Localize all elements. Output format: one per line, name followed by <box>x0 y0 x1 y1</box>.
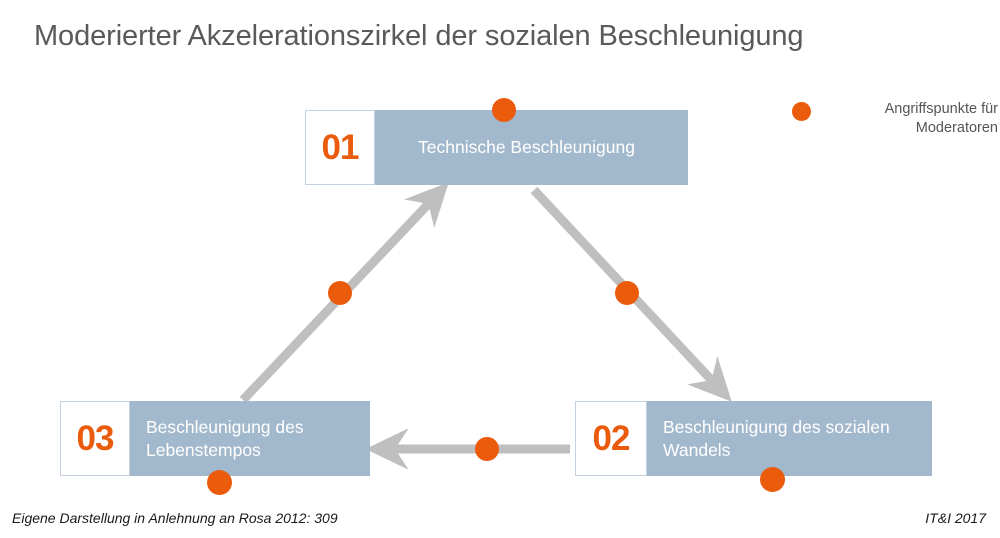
orange-dot-icon-step02[interactable] <box>760 467 785 492</box>
step-box-01[interactable]: 01 Technische Beschleunigung <box>305 110 688 185</box>
step-02-label: Beschleunigung des sozialen Wandels <box>663 417 890 460</box>
legend-orange-dot-icon <box>792 102 811 121</box>
orange-dot-icon-step03[interactable] <box>207 470 232 495</box>
orange-dot-icon-arrow-02-to-03[interactable] <box>475 437 499 461</box>
legend: Angriffspunkte für Moderatoren <box>792 100 1000 139</box>
page-title: Moderierter Akzelerationszirkel der sozi… <box>34 20 804 52</box>
footer-source-note: Eigene Darstellung in Anlehnung an Rosa … <box>12 510 338 526</box>
step-box-02[interactable]: 02 Beschleunigung des sozialen Wandels <box>575 401 932 476</box>
step-02-number-cell: 02 <box>575 401 647 476</box>
step-03-label: Beschleunigung des Lebenstempos <box>146 417 304 460</box>
orange-dot-icon-top-step01[interactable] <box>492 98 516 122</box>
step-01-label: Technische Beschleunigung <box>418 137 635 158</box>
step-03-number-cell: 03 <box>60 401 130 476</box>
footer-attribution: IT&I 2017 <box>925 510 986 526</box>
step-box-03[interactable]: 03 Beschleunigung des Lebenstempos <box>60 401 370 476</box>
step-03-number: 03 <box>76 419 115 458</box>
legend-label: Angriffspunkte für Moderatoren <box>884 101 998 137</box>
orange-dot-icon-arrow-03-to-01[interactable] <box>328 281 352 305</box>
step-02-number: 02 <box>592 419 631 458</box>
step-01-number-cell: 01 <box>305 110 375 185</box>
step-01-number: 01 <box>321 128 360 167</box>
orange-dot-icon-arrow-01-to-02[interactable] <box>615 281 639 305</box>
